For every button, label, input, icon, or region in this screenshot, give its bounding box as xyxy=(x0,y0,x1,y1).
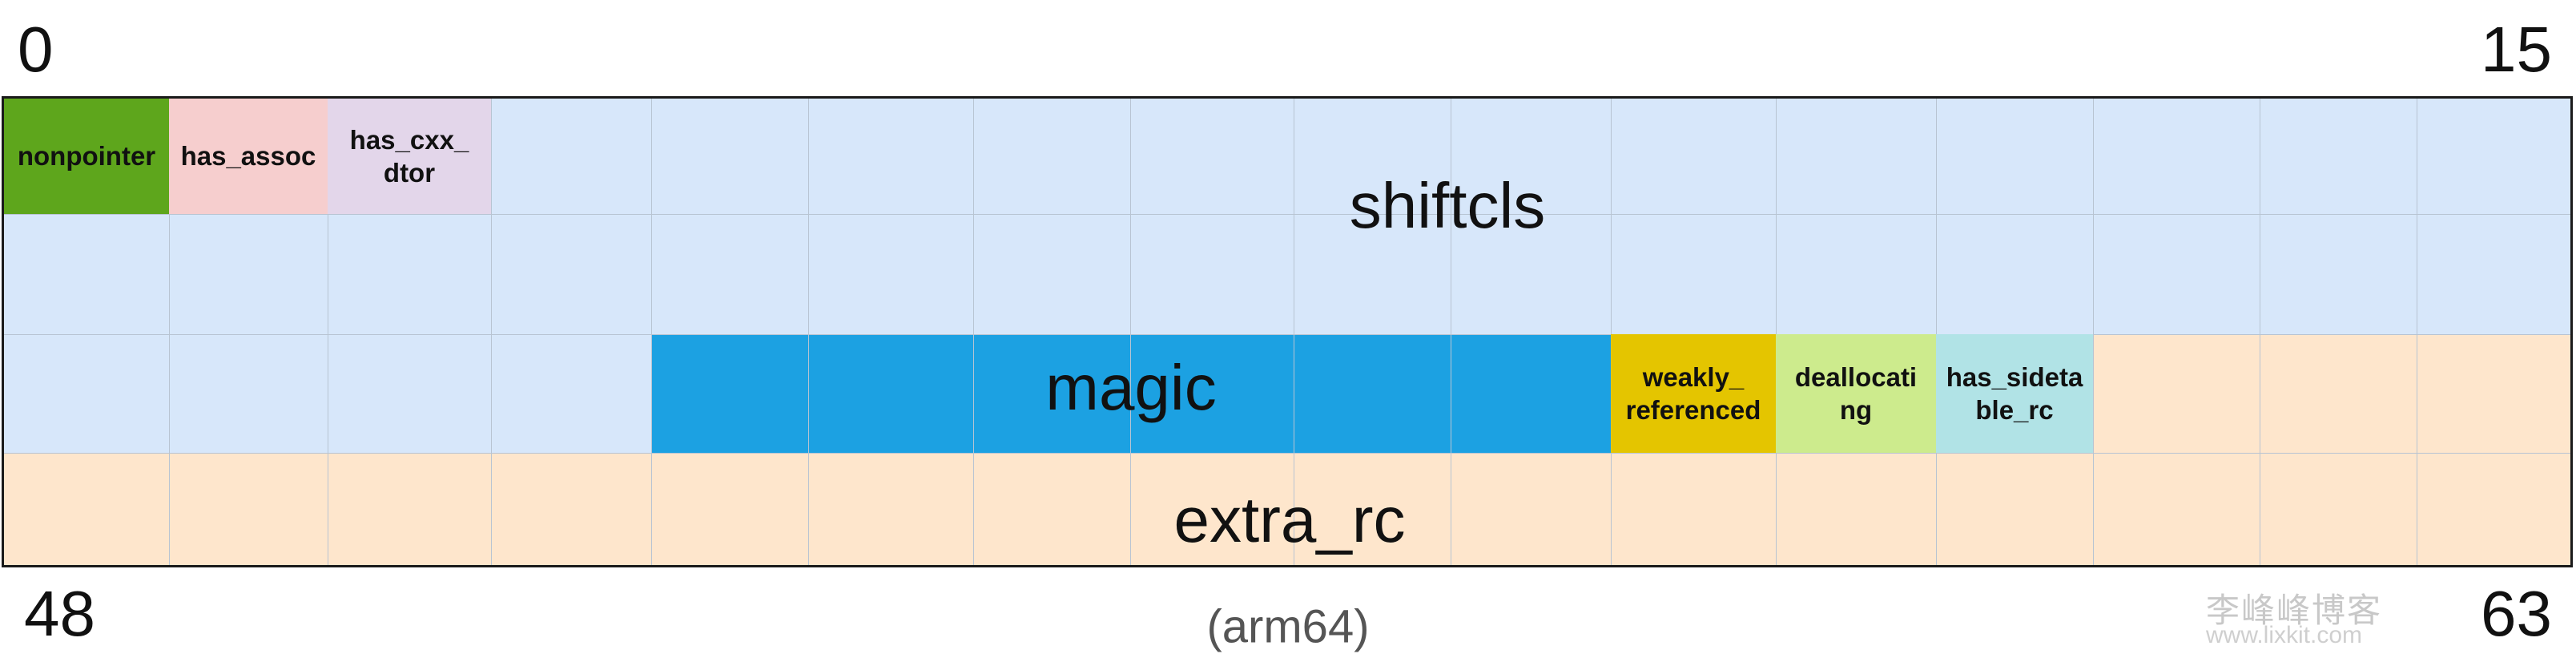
grid-column-line xyxy=(1936,99,1937,565)
bit-cell xyxy=(2417,453,2570,565)
bit-cell xyxy=(1451,453,1611,565)
bit-cell xyxy=(1130,214,1294,334)
bit-cell xyxy=(1936,453,2093,565)
grid-column-line xyxy=(808,99,809,565)
bit-cell xyxy=(1776,453,1936,565)
field-nonpointer: nonpointer xyxy=(4,99,169,214)
bit-cell xyxy=(491,453,651,565)
field-weakly-referenced-label: weakly_referenced xyxy=(1625,361,1761,425)
grid-column-line xyxy=(491,99,492,565)
field-weakly-referenced: weakly_referenced xyxy=(1611,334,1776,453)
bit-cell xyxy=(2260,99,2417,214)
bit-cell xyxy=(808,453,973,565)
field-magic-label: magic xyxy=(1045,352,1217,423)
bit-index-bottom-right: 63 xyxy=(2481,578,2552,649)
bit-index-top-right: 15 xyxy=(2481,14,2552,85)
bit-cell xyxy=(1294,334,1451,453)
grid-column-line xyxy=(651,99,652,565)
bit-cell xyxy=(1130,99,1294,214)
bit-cell xyxy=(328,453,491,565)
bit-cell xyxy=(1611,453,1776,565)
bit-cell xyxy=(1451,99,1611,214)
bit-cell xyxy=(1294,214,1451,334)
bit-cell xyxy=(808,99,973,214)
bit-cell xyxy=(973,453,1130,565)
grid-column-line xyxy=(1611,99,1612,565)
grid-column-line xyxy=(2093,99,2094,565)
bit-cell xyxy=(2417,214,2570,334)
bit-cell xyxy=(1294,99,1451,214)
bit-cell xyxy=(651,99,808,214)
bit-cell xyxy=(651,453,808,565)
bit-cell xyxy=(808,334,973,453)
bit-cell xyxy=(2260,334,2417,453)
bit-grid: nonpointer has_assoc has_cxx_dtor weakly… xyxy=(2,96,2573,567)
bit-cell xyxy=(651,214,808,334)
bit-cell xyxy=(1294,453,1451,565)
bit-cell xyxy=(973,99,1130,214)
bit-cell xyxy=(808,214,973,334)
bit-index-top-left: 0 xyxy=(18,14,54,85)
grid-column-line xyxy=(1130,99,1131,565)
grid-column-line xyxy=(973,99,974,565)
grid-row-line xyxy=(4,453,2570,454)
field-extra-rc-label: extra_rc xyxy=(1173,484,1406,555)
bit-cell xyxy=(1936,214,2093,334)
grid-column-line xyxy=(1776,99,1777,565)
watermark-title: 李峰峰博客 xyxy=(2206,591,2383,629)
bit-cell xyxy=(1611,214,1776,334)
bit-cell xyxy=(169,453,328,565)
bit-cell xyxy=(2417,334,2570,453)
bit-cell xyxy=(2417,99,2570,214)
bit-cell xyxy=(1130,334,1294,453)
bit-cell xyxy=(169,334,328,453)
bit-cell xyxy=(1130,453,1294,565)
bit-cell xyxy=(973,334,1130,453)
bit-cell xyxy=(1611,99,1776,214)
bit-cell xyxy=(2093,214,2260,334)
grid-column-line xyxy=(169,99,170,565)
grid-row-line xyxy=(4,334,2570,335)
field-shiftcls-label: shiftcls xyxy=(1349,170,1546,241)
bit-cell xyxy=(328,214,491,334)
bit-cell xyxy=(1451,214,1611,334)
bit-cell xyxy=(651,334,808,453)
field-has-cxx-dtor: has_cxx_dtor xyxy=(328,99,491,214)
bit-cell xyxy=(2260,453,2417,565)
bit-cell xyxy=(1776,99,1936,214)
bit-cell xyxy=(2093,99,2260,214)
bit-cell xyxy=(1776,214,1936,334)
bit-cell xyxy=(4,453,169,565)
field-has-assoc: has_assoc xyxy=(169,99,328,214)
bit-index-bottom-left: 48 xyxy=(24,578,95,649)
bit-cell xyxy=(2260,214,2417,334)
bit-cell xyxy=(2093,453,2260,565)
field-has-cxx-dtor-label: has_cxx_dtor xyxy=(349,124,469,188)
bit-cell xyxy=(4,214,169,334)
bit-cell xyxy=(2093,334,2260,453)
bit-cell xyxy=(4,334,169,453)
bit-cell xyxy=(169,214,328,334)
bit-cell xyxy=(1936,99,2093,214)
bit-cell xyxy=(973,214,1130,334)
bit-cell xyxy=(328,334,491,453)
architecture-caption: (arm64) xyxy=(1206,600,1370,653)
bit-cell xyxy=(1451,334,1611,453)
bit-cell xyxy=(491,214,651,334)
grid-row-line xyxy=(4,214,2570,215)
watermark-url: www.lixkit.com xyxy=(2206,622,2363,648)
bit-cell xyxy=(491,99,651,214)
bit-cell xyxy=(491,334,651,453)
field-has-assoc-label: has_assoc xyxy=(180,141,316,172)
field-nonpointer-label: nonpointer xyxy=(17,141,156,172)
